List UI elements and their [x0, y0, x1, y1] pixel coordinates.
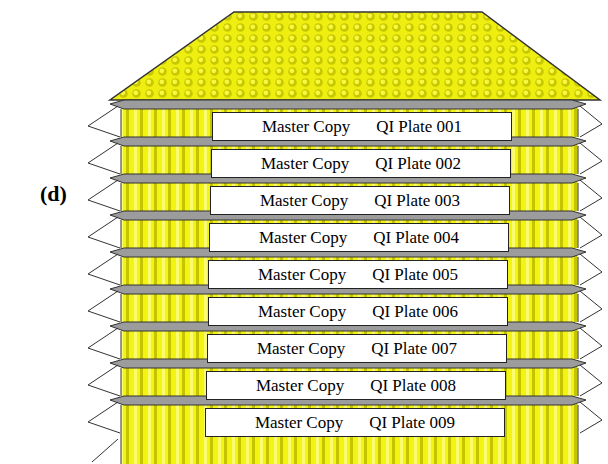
plate-layer [88, 285, 602, 322]
plate-label-box: Master Copy QI Plate 004 [209, 223, 509, 252]
plate-layer [88, 322, 602, 359]
rack-edge [92, 439, 118, 462]
plate-label-text: QI Plate 001 [376, 117, 462, 137]
tube-bottom [121, 433, 578, 464]
plate-layer [88, 174, 602, 211]
plate-label-text: QI Plate 008 [370, 376, 456, 396]
plate-label-box: Master Copy QI Plate 002 [211, 149, 511, 178]
plate-layer [88, 211, 602, 248]
plate-label-text: QI Plate 007 [371, 339, 457, 359]
plate-label-text: Master Copy [258, 302, 346, 322]
plate-label-text: QI Plate 005 [372, 265, 458, 285]
rack-edge [578, 433, 579, 464]
tube-rack-top [110, 12, 600, 100]
plate-label-text: QI Plate 003 [374, 191, 460, 211]
plate-label-box: Master Copy QI Plate 001 [212, 112, 512, 141]
plate-label-text: Master Copy [259, 228, 347, 248]
plate-label-box: Master Copy QI Plate 005 [208, 260, 508, 289]
plate-layer [88, 137, 602, 174]
plate-layer [88, 100, 602, 137]
plate-label-text: QI Plate 002 [375, 154, 461, 174]
plate-label-text: QI Plate 006 [372, 302, 458, 322]
plate-label-text: Master Copy [257, 339, 345, 359]
plate-label-box: Master Copy QI Plate 007 [207, 334, 507, 363]
plate-label-text: QI Plate 004 [373, 228, 459, 248]
plate-label-box: Master Copy QI Plate 003 [210, 186, 510, 215]
plate-label-text: Master Copy [262, 117, 350, 137]
plate-label-text: Master Copy [255, 413, 343, 433]
panel-letter: (d) [40, 181, 67, 207]
plate-label-text: Master Copy [260, 191, 348, 211]
plate-layer [88, 248, 602, 285]
plate-label-box: Master Copy QI Plate 008 [206, 371, 506, 400]
plate-label-box: Master Copy QI Plate 009 [205, 408, 505, 437]
rack-edge [121, 433, 122, 464]
plate-label-text: Master Copy [261, 154, 349, 174]
plate-label-text: QI Plate 009 [369, 413, 455, 433]
plate-label-box: Master Copy QI Plate 006 [208, 297, 508, 326]
plate-label-text: Master Copy [256, 376, 344, 396]
plate-label-text: Master Copy [258, 265, 346, 285]
